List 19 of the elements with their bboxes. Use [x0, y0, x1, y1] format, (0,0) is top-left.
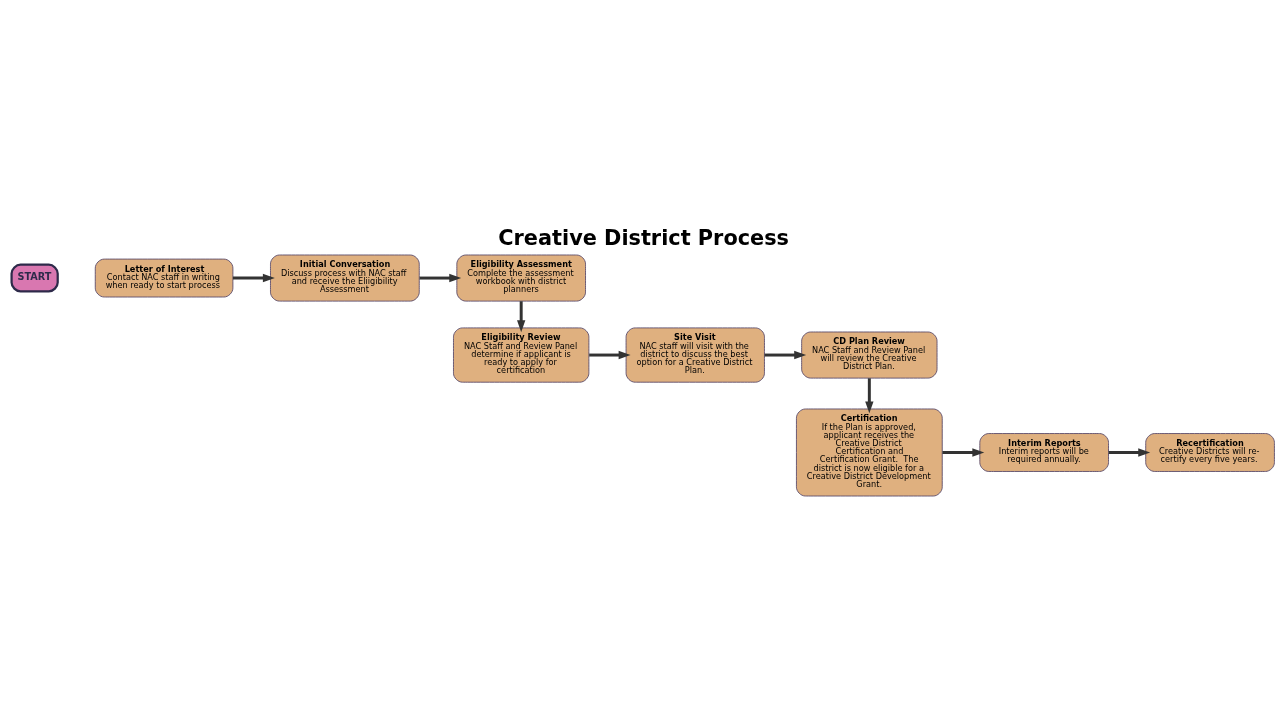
- arrow: [589, 350, 631, 359]
- arrow: [1108, 447, 1151, 457]
- node-box: START: [10, 263, 59, 293]
- arrow: [419, 273, 462, 282]
- arrow: [865, 377, 874, 413]
- node-box: Initial Conversation Discuss process with NAC staff and receive the Eliigibility Assessment: [270, 254, 420, 302]
- arrow: [764, 350, 807, 359]
- node-box: CD Plan Review NAC Staff and Review Panel will review the Creative District Plan.: [801, 331, 938, 379]
- arrow: [517, 300, 526, 332]
- arrow: [232, 273, 275, 282]
- diagram-title: Creative District Process: [498, 225, 789, 250]
- node-box: Eligibility Review NAC Staff and Review Panel determine if applicant is ready to apply for certification: [453, 326, 590, 383]
- node-box: Eligibility Assessment Complete the assessment workbook with district planners: [456, 254, 586, 302]
- node-box: Recertification Creative Districts will re-certify every five years.: [1145, 432, 1275, 472]
- arrow: [942, 447, 985, 457]
- node-box: Certification If the Plan is approved, applicant receives the Creative District Certification and Certification Grant. The district is now eligible for a Creative District Development Grant.: [796, 408, 943, 496]
- node-box: Site Visit NAC staff will visit with the district to discuss the best option for a Creative District Plan.: [625, 326, 765, 383]
- node-box: Letter of Interest Contact NAC staff in writing when ready to start process: [94, 258, 234, 297]
- node-box: Interim Reports Interim reports will be required annually.: [979, 432, 1109, 472]
